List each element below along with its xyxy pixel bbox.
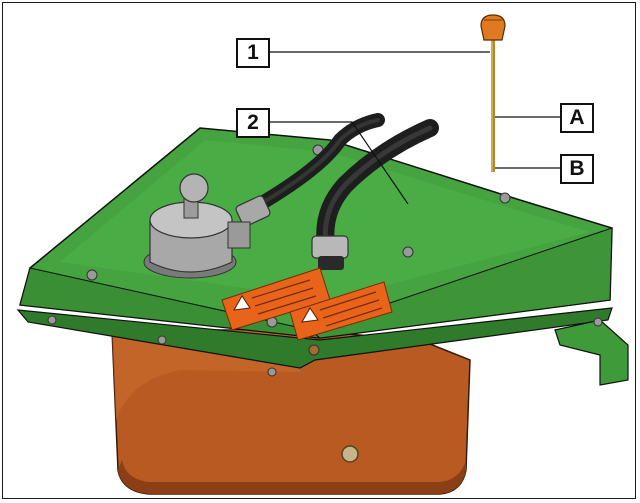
- callout-1: 1: [236, 38, 270, 68]
- leader-lines: [270, 51, 560, 205]
- dipstick: [480, 14, 506, 172]
- filler-housing: [143, 173, 251, 279]
- drain-plug: [341, 445, 359, 463]
- callout-B: B: [560, 154, 594, 184]
- dipstick-cap: [480, 14, 506, 41]
- callout-2: 2: [236, 108, 270, 138]
- hoses: [235, 113, 439, 270]
- callout-A: A: [560, 103, 594, 133]
- figure-frame: [2, 2, 636, 499]
- warning-labels: [221, 267, 393, 341]
